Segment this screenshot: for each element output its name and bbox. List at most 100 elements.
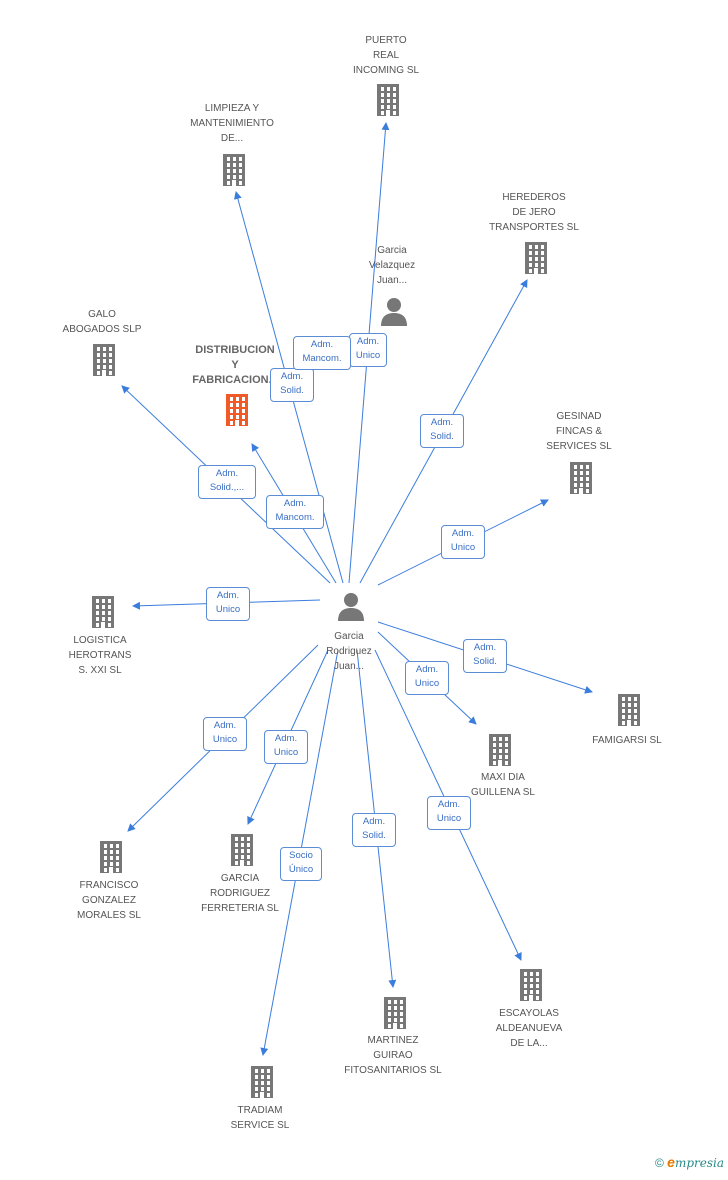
node-label: MARTINEZ GUIRAO FITOSANITARIOS SL (344, 1035, 442, 1076)
node-label: HEREDEROS DE JERO TRANSPORTES SL (489, 192, 579, 233)
building-window (493, 761, 496, 765)
building-window (524, 990, 527, 994)
building-window (116, 862, 119, 866)
node-label: FAMIGARSI SL (592, 735, 662, 746)
building-window (104, 862, 107, 866)
edge-role-badge[interactable]: Adm. Unico (349, 333, 387, 367)
building-window (574, 465, 577, 469)
building-window (109, 365, 112, 369)
edge-role-badge[interactable]: Adm. Solid. (352, 813, 396, 847)
edge-role-badge[interactable]: Adm. Mancom. (266, 495, 324, 529)
building-shape (384, 997, 406, 1029)
node-label: PUERTO REAL INCOMING SL (352, 35, 420, 76)
building-shape (92, 596, 114, 628)
building-window (116, 850, 119, 854)
building-door (102, 370, 106, 376)
building-window (109, 371, 112, 375)
building-window (97, 359, 100, 363)
node-label: LOGISTICA HEROTRANS S. XXI SL (68, 635, 132, 676)
building-door (109, 867, 113, 873)
building-window (381, 93, 384, 97)
building-window (261, 1087, 264, 1091)
edge-role-badge[interactable]: Adm. Solid. (463, 639, 507, 673)
building-window (235, 849, 238, 853)
building-window (524, 996, 527, 1000)
building-window (255, 1081, 258, 1085)
building-icon (227, 833, 257, 871)
building-window (524, 978, 527, 982)
building-window (622, 697, 625, 701)
edge-role-badge[interactable]: Adm. Unico (427, 796, 471, 830)
building-window (535, 245, 538, 249)
edge-role-badge[interactable]: Adm. Solid. (270, 368, 314, 402)
building-window (242, 409, 245, 413)
building-window (529, 257, 532, 261)
building-window (239, 181, 242, 185)
building-window (104, 856, 107, 860)
building-window (400, 1024, 403, 1028)
building-window (255, 1075, 258, 1079)
edge-role-badge[interactable]: Socio Único (280, 847, 322, 881)
building-door (498, 760, 502, 766)
building-window (96, 599, 99, 603)
building-window (239, 169, 242, 173)
building-window (97, 365, 100, 369)
building-window (233, 157, 236, 161)
edge-role-badge[interactable]: Adm. Unico (206, 587, 250, 621)
building-window (536, 984, 539, 988)
edge-role-badge[interactable]: Adm. Unico (441, 525, 485, 559)
building-window (628, 697, 631, 701)
building-shape (525, 242, 547, 274)
building-window (541, 245, 544, 249)
building-icon (247, 1065, 277, 1103)
edge-role-badge[interactable]: Adm. Unico (405, 661, 449, 695)
building-icon (89, 343, 119, 381)
edge-role-badge[interactable]: Adm. Unico (264, 730, 308, 764)
building-door (579, 488, 583, 494)
building-icon (88, 595, 118, 633)
node-label: MAXI DIA GUILLENA SL (471, 772, 535, 798)
person-icon (336, 591, 366, 626)
edge-role-badge[interactable]: Adm. Unico (203, 717, 247, 751)
building-window (103, 359, 106, 363)
edge-role-badge[interactable]: Adm. Mancom. (293, 336, 351, 370)
node-label: TRADIAM SERVICE SL (230, 1105, 290, 1131)
building-window (400, 1006, 403, 1010)
building-window (622, 709, 625, 713)
building-window (387, 105, 390, 109)
building-window (505, 749, 508, 753)
building-window (230, 415, 233, 419)
person-icon (379, 296, 409, 331)
building-window (109, 359, 112, 363)
building-window (241, 837, 244, 841)
building-window (230, 397, 233, 401)
building-shape (489, 734, 511, 766)
building-window (241, 855, 244, 859)
building-window (394, 1012, 397, 1016)
building-window (622, 721, 625, 725)
building-window (586, 465, 589, 469)
building-window (622, 703, 625, 707)
footer-brand: © empresia (655, 1154, 724, 1170)
building-window (381, 87, 384, 91)
building-icon (380, 996, 410, 1034)
building-window (241, 849, 244, 853)
building-shape (618, 694, 640, 726)
building-window (493, 743, 496, 747)
building-window (242, 397, 245, 401)
building-window (255, 1069, 258, 1073)
building-window (529, 269, 532, 273)
building-window (393, 105, 396, 109)
building-window (499, 737, 502, 741)
building-window (499, 749, 502, 753)
building-window (103, 353, 106, 357)
edge-role-badge[interactable]: Adm. Solid. (420, 414, 464, 448)
building-window (535, 251, 538, 255)
building-window (586, 489, 589, 493)
building-window (267, 1093, 270, 1097)
edge-role-badge[interactable]: Adm. Solid.,... (198, 465, 256, 499)
building-window (247, 837, 250, 841)
building-window (110, 850, 113, 854)
building-window (634, 721, 637, 725)
node-label: ESCAYOLAS ALDEANUEVA DE LA... (495, 1008, 563, 1049)
